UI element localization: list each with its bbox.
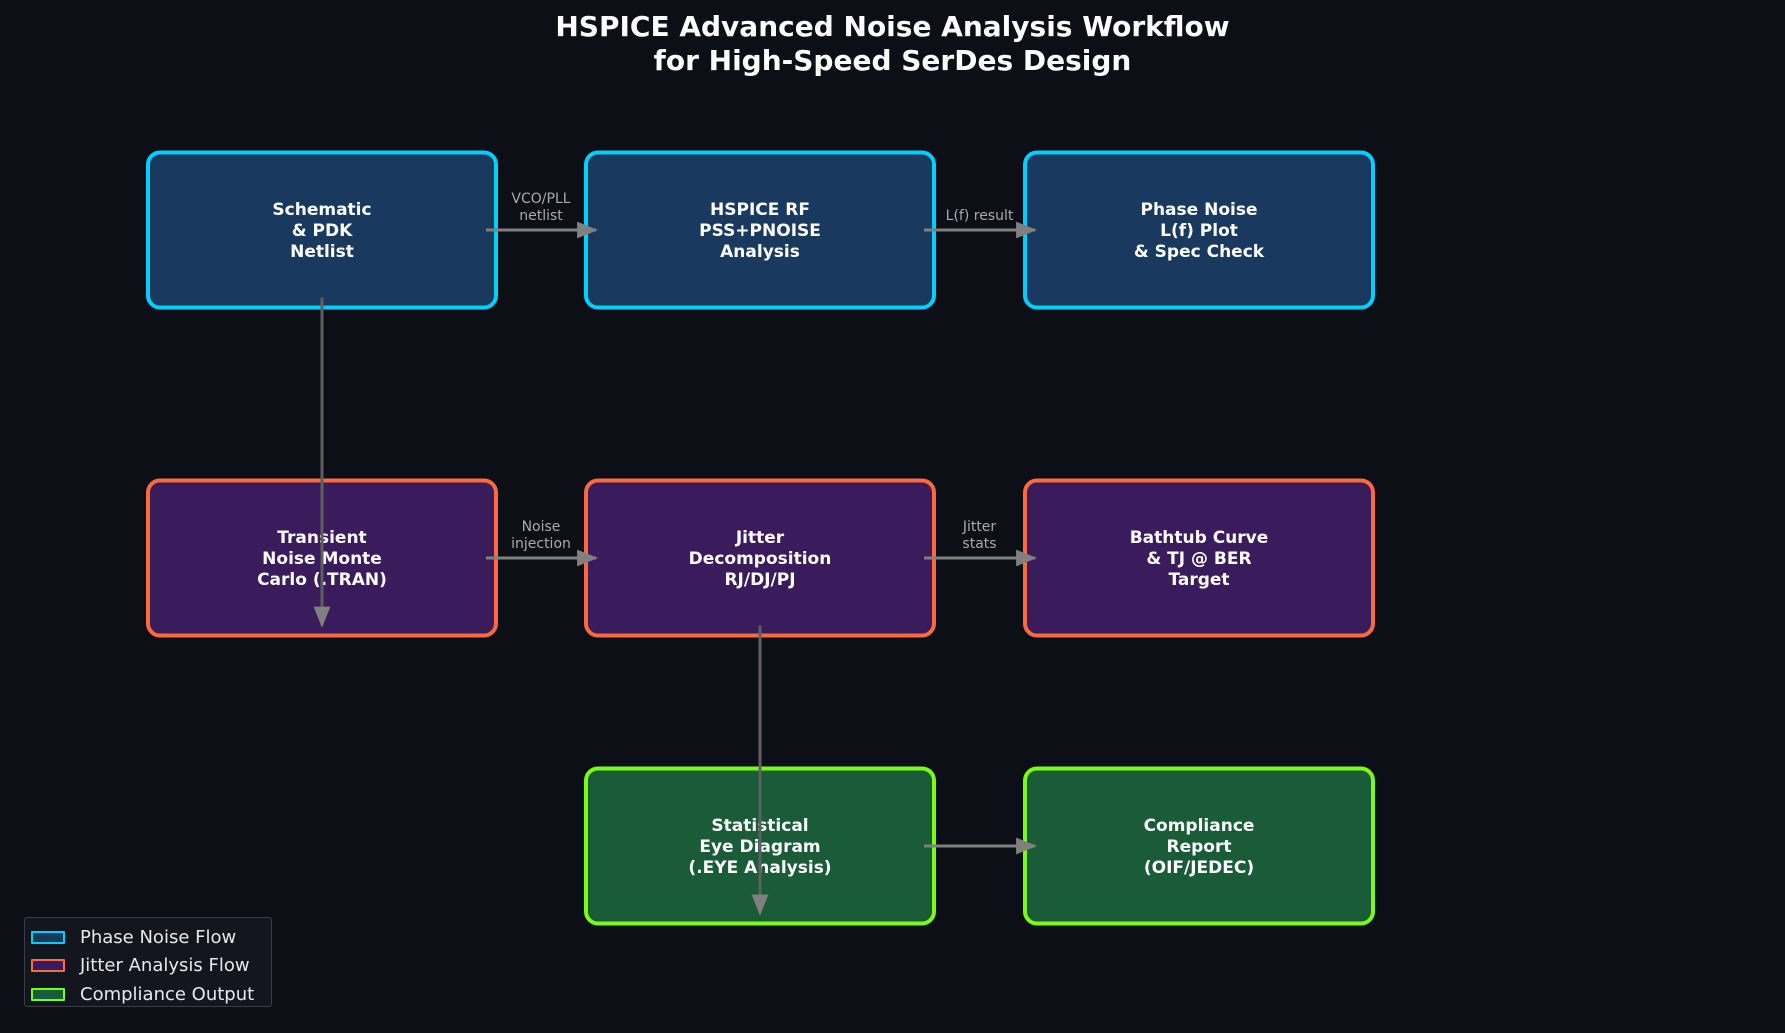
edge-label-line: stats [962,536,996,552]
node-label-line: Report [1167,837,1232,857]
node-label-line: RJ/DJ/PJ [724,570,795,590]
node-label-line: Phase Noise [1141,200,1258,220]
node-label-line: L(f) Plot [1160,221,1238,241]
title-line-2: for High-Speed SerDes Design [653,44,1132,77]
legend-label: Jitter Analysis Flow [80,955,250,977]
node-label-line: & Spec Check [1134,242,1265,262]
edge-label-line: Noise [522,519,561,535]
legend-item-phase-noise: Phase Noise Flow [31,923,271,952]
node-label-line: Decomposition [689,549,832,569]
edge-label-line: injection [511,536,571,552]
diagram-title: HSPICE Advanced Noise Analysis Workflow … [0,10,1785,78]
legend-label: Compliance Output [80,983,255,1005]
legend-swatch-compliance [31,987,65,1001]
legend-label: Phase Noise Flow [80,926,237,948]
node-label-line: Target [1168,570,1229,590]
title-line-1: HSPICE Advanced Noise Analysis Workflow [555,10,1230,43]
node-label-line: & TJ @ BER [1146,549,1251,569]
edge-label-line: netlist [519,208,563,224]
node-label-line: Schematic [272,200,371,220]
edge-label-line: Jitter [962,519,997,535]
node-label-line: HSPICE RF [710,200,810,220]
edge-hspice-rf-to-phase-noise: L(f) result [924,208,1038,239]
node-label-line: Jitter [735,528,785,548]
node-label-line: PSS+PNOISE [699,221,821,241]
node-label-line: Netlist [290,242,354,262]
legend: Phase Noise Flow Jitter Analysis Flow Co… [24,917,272,1007]
edge-label-line: VCO/PLL [511,191,570,207]
legend-item-compliance: Compliance Output [31,980,271,1009]
node-label-line: & PDK [292,221,353,241]
node-label-line: Analysis [720,242,800,262]
node-label-line: Compliance [1144,816,1255,836]
legend-swatch-phase-noise [31,930,65,944]
legend-item-jitter: Jitter Analysis Flow [31,952,271,981]
node-label-line: Bathtub Curve [1130,528,1269,548]
legend-swatch-jitter [31,959,65,973]
node-label-line: (OIF/JEDEC) [1144,858,1254,878]
edge-label-line: L(f) result [946,208,1014,224]
